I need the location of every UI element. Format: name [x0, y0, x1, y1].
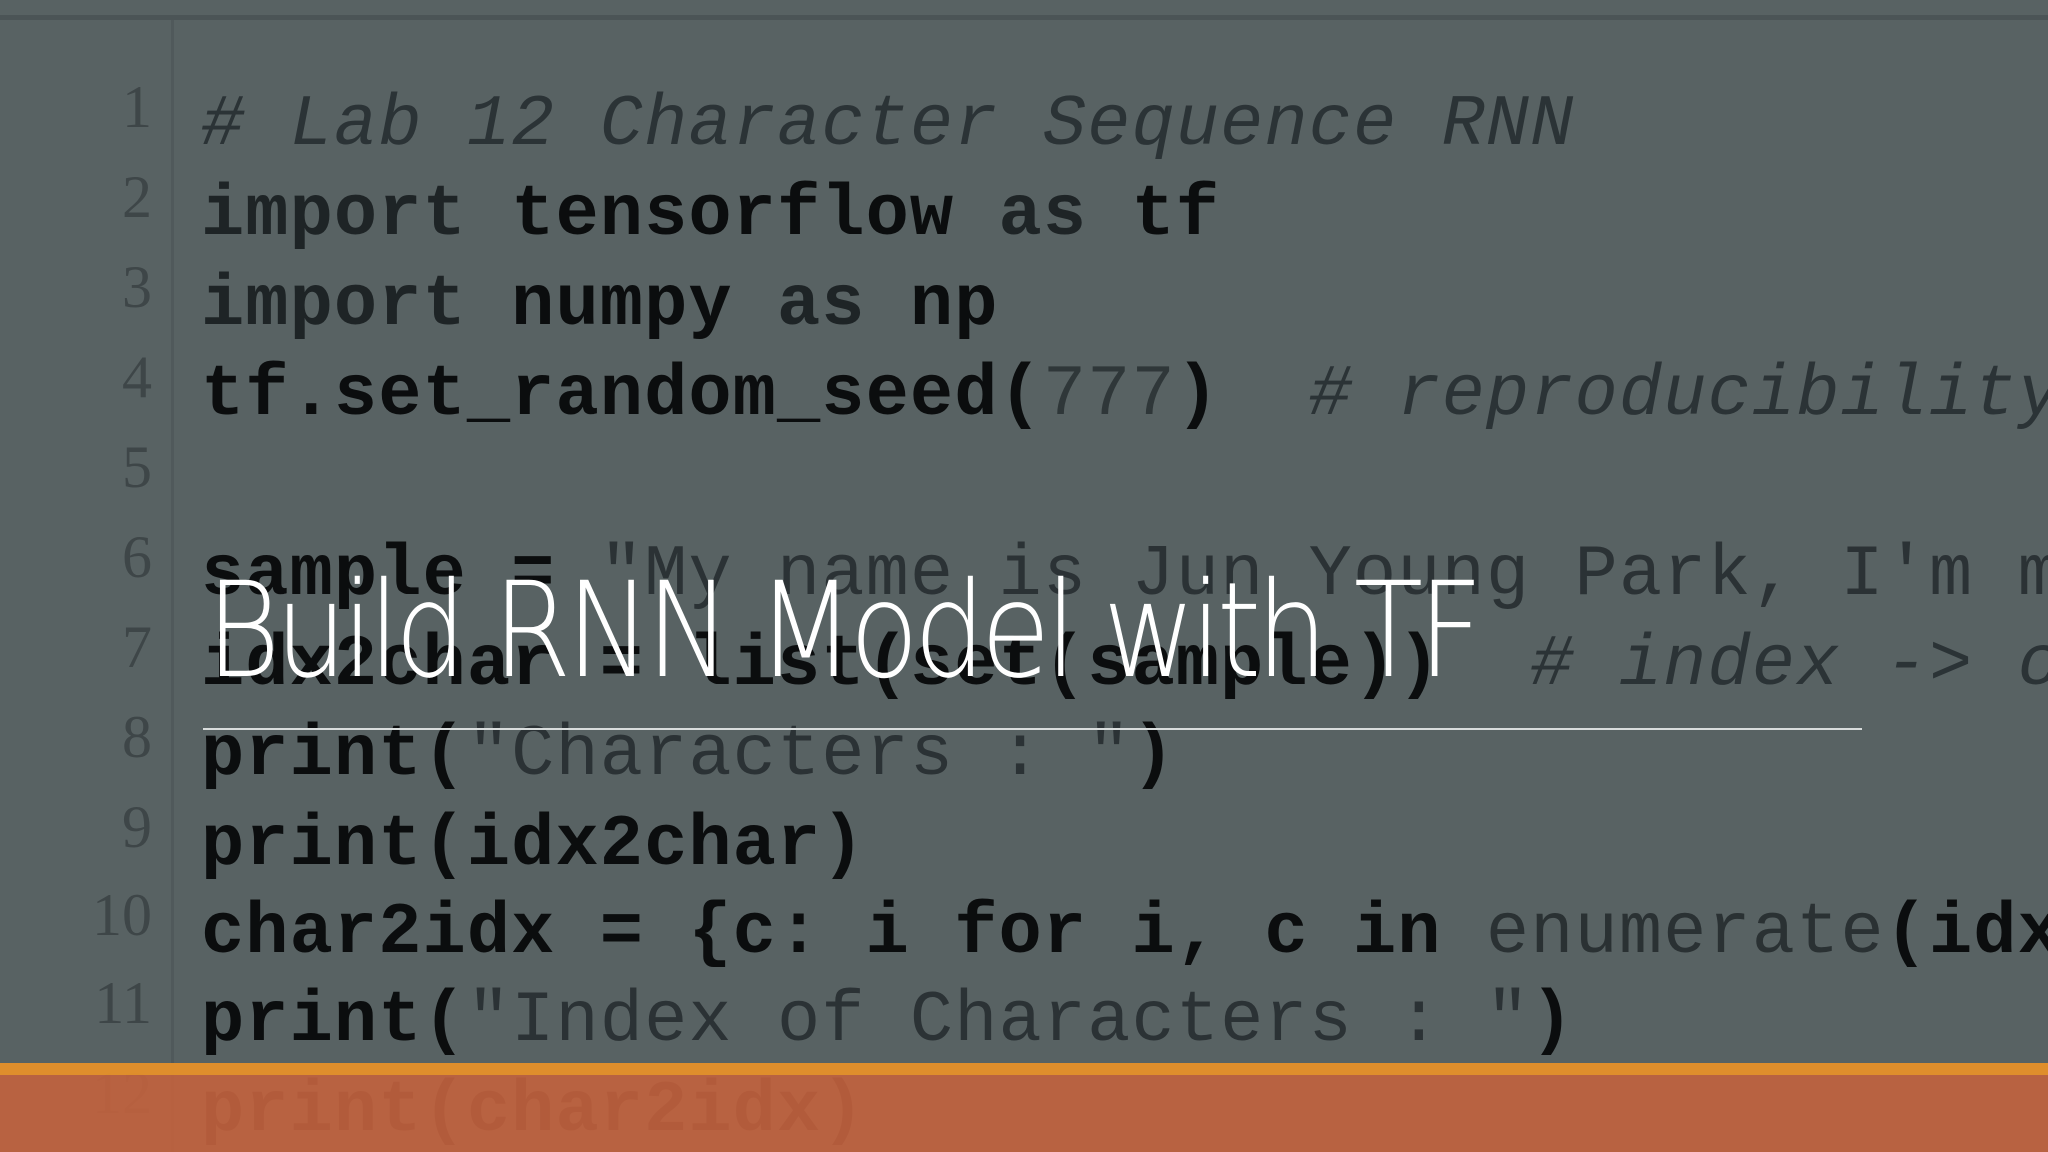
code-comment: # index -> c [1530, 624, 2048, 706]
title-underline [203, 728, 1862, 730]
line-code: import tensorflow as tf [201, 170, 1220, 260]
code-line-1: 1 # Lab 12 Character Sequence RNN [0, 44, 2048, 166]
line-number: 3 [122, 254, 152, 320]
line-code: idx2char = list(set(sample)) # index -> … [201, 620, 2048, 710]
line-code: tf.set_random_seed(777) # reproducibilit… [201, 350, 2048, 440]
code-line-3: 3 import numpy as np [0, 224, 2048, 346]
code-call: print( [201, 980, 467, 1062]
line-number: 2 [122, 164, 152, 230]
code-number: 777 [1042, 354, 1176, 436]
code-builtin: enumerate [1485, 892, 1885, 974]
code-keyword: import [201, 264, 467, 346]
code-punct: ) [1175, 354, 1309, 436]
code-punct: (idx [1884, 892, 2048, 974]
code-string: "Characters : " [466, 714, 1132, 796]
gutter-divider [171, 20, 174, 1152]
code-line-8: 8 print("Characters : ") [0, 674, 2048, 796]
code-assignment: idx2char = list(set(sample)) [201, 624, 1531, 706]
line-number: 5 [122, 434, 152, 500]
line-number: 7 [122, 614, 152, 680]
code-line-9: 9 print(idx2char) [0, 764, 2048, 886]
code-keyword: as [777, 264, 866, 346]
line-number: 8 [122, 704, 152, 770]
line-code: import numpy as np [201, 260, 999, 350]
line-code: # Lab 12 Character Sequence RNN [201, 80, 1575, 170]
code-comment: # reproducibility [1308, 354, 2048, 436]
top-rule [0, 15, 2048, 20]
code-line-4: 4 tf.set_random_seed(777) # reproducibil… [0, 314, 2048, 436]
code-assignment: sample = [201, 534, 600, 616]
line-number: 11 [94, 970, 152, 1036]
slide-title: Build RNN Model with TF [206, 554, 1483, 708]
code-punct: ) [1530, 980, 1575, 1062]
code-call: print( [201, 714, 467, 796]
code-line-11: 11 print("Index of Characters : ") [0, 940, 2048, 1062]
accent-strip [0, 1063, 2048, 1075]
code-identifier: tensorflow [466, 174, 999, 256]
code-string: "Index of Characters : " [466, 980, 1531, 1062]
line-number: 4 [122, 344, 152, 410]
code-line-7: 7 idx2char = list(set(sample)) # index -… [0, 584, 2048, 706]
line-code: print("Characters : ") [201, 710, 1176, 800]
code-identifier: np [865, 264, 999, 346]
code-call: tf.set_random_seed( [201, 354, 1043, 436]
code-line-10: 10 char2idx = {c: i for i, c in enumerat… [0, 852, 2048, 974]
code-line-5: 5 [0, 404, 2048, 500]
code-comment: # Lab 12 Character Sequence RNN [201, 84, 1575, 166]
code-assignment: char2idx = {c: i for i, c in [201, 892, 1486, 974]
line-number: 10 [92, 882, 152, 948]
footer-band [0, 1075, 2048, 1152]
line-code: sample = "My name is Jun Young Park, I'm… [201, 530, 2048, 620]
line-number: 1 [122, 74, 152, 140]
line-number: 6 [122, 524, 152, 590]
line-code: print("Index of Characters : ") [201, 976, 1575, 1066]
code-line-6: 6 sample = "My name is Jun Young Park, I… [0, 494, 2048, 616]
line-code: char2idx = {c: i for i, c in enumerate(i… [201, 888, 2048, 978]
code-identifier: tf [1087, 174, 1221, 256]
code-identifier: numpy [466, 264, 777, 346]
code-punct: ) [1131, 714, 1176, 796]
line-code: print(idx2char) [201, 804, 866, 886]
code-keyword: import [201, 174, 467, 256]
code-keyword: as [998, 174, 1088, 256]
line-number: 9 [122, 794, 152, 860]
code-string: "My name is Jun Young Park, I'm m [599, 534, 2048, 616]
code-line-2: 2 import tensorflow as tf [0, 134, 2048, 256]
